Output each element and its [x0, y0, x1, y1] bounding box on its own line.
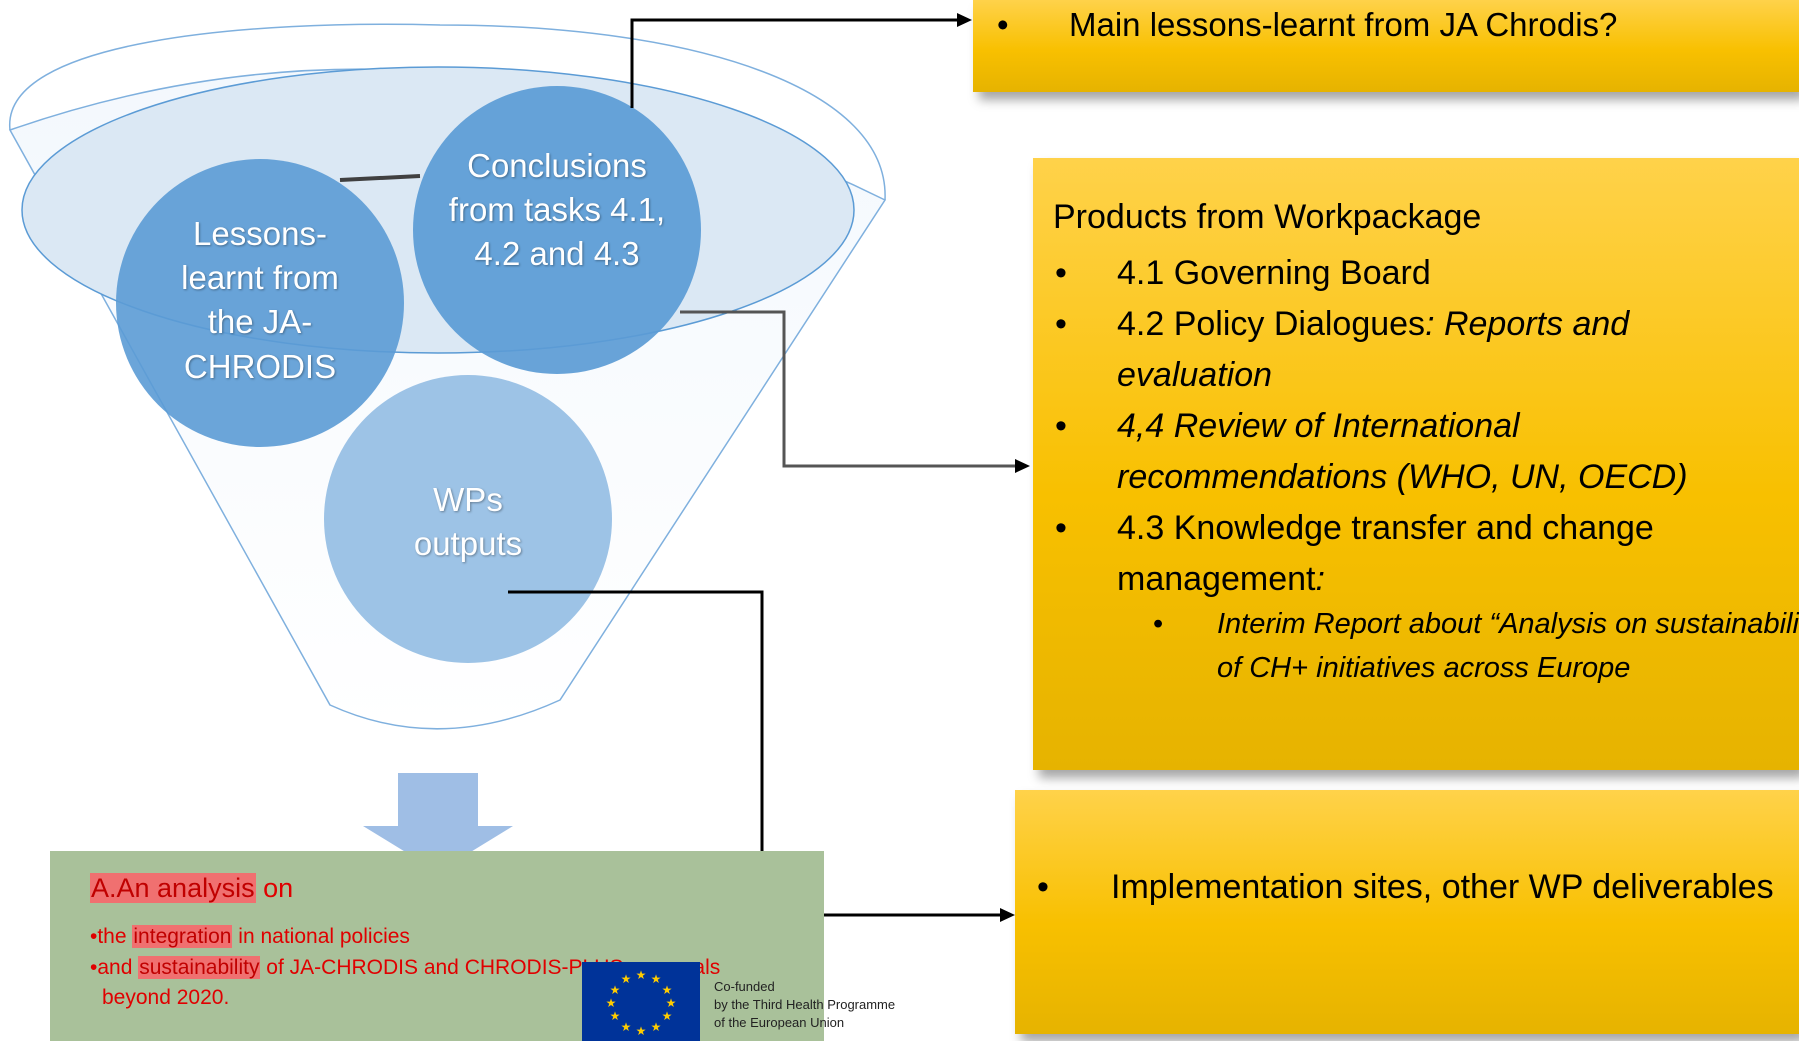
- circle-connector-line: [339, 174, 421, 182]
- svg-text:★: ★: [636, 968, 647, 982]
- analysis-line-integration: •the integration in national policies: [90, 925, 410, 949]
- analysis-line-highlight: integration: [132, 925, 233, 948]
- eu-flag-icon: ★★★ ★★★ ★★★ ★★★: [582, 962, 700, 1041]
- lessons-learnt-circle: [116, 159, 404, 447]
- analysis-line-prefix: •and: [90, 956, 139, 979]
- svg-text:★: ★: [610, 983, 621, 997]
- lessons-learnt-label: Lessons-learnt from the JA-CHRODIS: [181, 215, 339, 385]
- svg-text:★: ★: [662, 1009, 673, 1023]
- analysis-line-prefix: •the: [90, 925, 133, 948]
- eu-text-line: by the Third Health Programme: [714, 997, 896, 1012]
- bullet: •: [1055, 305, 1067, 343]
- connector-middle: [680, 310, 1015, 468]
- bullet: •: [1055, 407, 1067, 445]
- bullet: •: [1055, 509, 1067, 547]
- product-item-knowledge-transfer: • 4.3 Knowledge transfer and change mana…: [1055, 503, 1785, 605]
- products-box: Products from Workpackage • 4.1 Governin…: [1033, 158, 1799, 770]
- product-item-policy-dialogues: • 4.2 Policy Dialogues: Reports and eval…: [1055, 299, 1785, 401]
- product-item-text: 4.3 Knowledge transfer and change manage…: [1117, 509, 1654, 598]
- bullet: •: [1153, 608, 1164, 640]
- eu-text-line: of the European Union: [714, 1015, 845, 1030]
- implementation-item: • Implementation sites, other WP deliver…: [1037, 862, 1799, 913]
- interim-report-item: • Interim Report about “Analysis on sust…: [1153, 602, 1799, 690]
- product-item-governing-board: • 4.1 Governing Board: [1055, 248, 1785, 299]
- connector-top: [630, 18, 957, 108]
- bullet: •: [1055, 254, 1067, 292]
- svg-text:★: ★: [621, 1020, 632, 1034]
- conclusions-label: Conclusions from tasks 4.1, 4.2 and 4.3: [448, 147, 666, 273]
- product-item-international-review: • 4,4 Review of International recommenda…: [1055, 401, 1785, 503]
- svg-text:★: ★: [621, 972, 632, 986]
- svg-text:★: ★: [666, 996, 677, 1010]
- down-arrow: [363, 773, 513, 872]
- analysis-title-rest: on: [255, 873, 294, 903]
- lessons-question-box: • Main lessons-learnt from JA Chrodis?: [973, 0, 1799, 92]
- analysis-box: A.An analysis on •the integration in nat…: [50, 851, 824, 1041]
- arrowhead-top: [957, 13, 972, 27]
- product-item-text-italic: 4,4 Review of International recommendati…: [1117, 407, 1688, 496]
- connector-bottom: [508, 590, 1000, 917]
- svg-text:★: ★: [651, 1020, 662, 1034]
- conclusions-circle: [413, 86, 701, 374]
- arrowhead-bottom: [1000, 908, 1015, 922]
- wps-outputs-label: WPs outputs: [413, 481, 523, 563]
- product-item-text-italic: : Reports and evaluation: [1117, 305, 1630, 394]
- product-item-text-italic: :: [1315, 560, 1325, 598]
- lessons-question-item: • Main lessons-learnt from JA Chrodis?: [997, 6, 1617, 44]
- svg-text:★: ★: [662, 983, 673, 997]
- bullet: •: [1037, 868, 1049, 906]
- analysis-title-highlight: A.An analysis: [90, 873, 256, 903]
- products-list: • 4.1 Governing Board • 4.2 Policy Dialo…: [1055, 248, 1785, 605]
- lessons-question-text: Main lessons-learnt from JA Chrodis?: [1069, 6, 1618, 43]
- implementation-box: • Implementation sites, other WP deliver…: [1015, 790, 1799, 1034]
- analysis-line-continuation: beyond 2020.: [102, 986, 230, 1009]
- analysis-line-highlight: sustainability: [138, 956, 261, 979]
- svg-text:★: ★: [606, 996, 617, 1010]
- implementation-text: Implementation sites, other WP deliverab…: [1111, 868, 1774, 906]
- analysis-line-rest: in national policies: [232, 925, 410, 948]
- svg-text:★: ★: [610, 1009, 621, 1023]
- eu-cofunding-text: Co-funded by the Third Health Programme …: [714, 978, 895, 1032]
- eu-text-line: Co-funded: [714, 979, 775, 994]
- svg-text:★: ★: [636, 1024, 647, 1038]
- product-item-text: 4.2 Policy Dialogues: [1117, 305, 1426, 343]
- bullet: •: [997, 6, 1009, 43]
- product-item-text: 4.1 Governing Board: [1117, 254, 1431, 292]
- arrowhead-middle: [1015, 459, 1030, 473]
- funnel-rim: [9, 23, 886, 201]
- interim-report-text: Interim Report about “Analysis on sustai…: [1217, 608, 1799, 684]
- svg-text:★: ★: [651, 972, 662, 986]
- products-heading: Products from Workpackage: [1053, 198, 1482, 236]
- analysis-title: A.An analysis on: [90, 873, 293, 904]
